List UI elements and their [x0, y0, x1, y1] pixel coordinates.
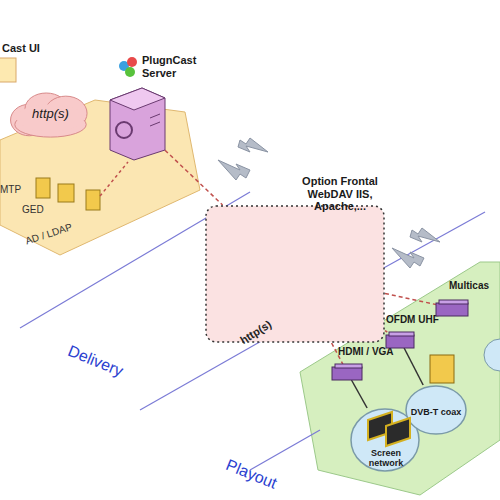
small-server [58, 184, 74, 202]
node-text: HDMI / VGA [338, 346, 394, 358]
zone-separator [380, 212, 485, 270]
dvb-receiver [430, 355, 454, 383]
dashed-link [165, 150, 223, 205]
dashed-link [404, 348, 423, 385]
node-text: PlugnCast Server [142, 54, 212, 79]
flow-arrow [218, 160, 250, 180]
shape-outline [0, 58, 16, 82]
node-text: DVB-T coax [409, 407, 463, 417]
shape-outline [436, 300, 468, 316]
screen-icon [386, 418, 410, 446]
device-body [332, 367, 362, 380]
dashed-zone [206, 206, 384, 342]
gear-symbol [116, 122, 132, 138]
flow-arrow [410, 228, 440, 242]
node-text: http(s) [8, 107, 93, 122]
server-body [110, 88, 165, 160]
output-box: OFDM UHF [386, 332, 414, 348]
node-text: Option Frontal WebDAV IIS, Apache,... [291, 175, 389, 213]
zone-label: Playout [223, 456, 279, 492]
small-server [86, 190, 100, 210]
logo-dot [125, 67, 135, 77]
screen-icons [368, 412, 410, 446]
output-box: Multicas [436, 300, 468, 316]
dashed-link [351, 380, 367, 408]
flow-arrow [238, 138, 268, 152]
logo-dot [127, 57, 137, 67]
server-top [110, 88, 165, 110]
shape-outline [110, 88, 165, 160]
dashed-link [100, 162, 128, 196]
circle-shape [406, 386, 466, 434]
server-platform [0, 100, 200, 255]
zone-label: Delivery [65, 342, 125, 380]
panel-shape [0, 58, 16, 82]
service-label: MTP [0, 184, 21, 195]
device-top [439, 300, 468, 304]
server-icon: PlugnCast Server [110, 88, 165, 160]
logo-dots [119, 57, 137, 77]
node-text: Screen network [358, 448, 414, 469]
flow-arrow [392, 248, 424, 268]
option-zone: Option Frontal WebDAV IIS, Apache,... [205, 205, 385, 343]
dashed-link [385, 293, 436, 304]
output-box: HDMI / VGA [332, 364, 362, 380]
service-label: GED [22, 204, 44, 215]
device-top [335, 364, 362, 368]
node-text: Cast UI [2, 42, 40, 55]
device-top [389, 332, 414, 336]
small-server [36, 178, 50, 198]
device-body [436, 303, 468, 316]
network-circle [484, 339, 500, 371]
shape-outline [332, 364, 362, 380]
node-text: Multicas [449, 280, 489, 292]
zone-separator [250, 430, 320, 470]
device-body [386, 335, 414, 348]
ged-servers [36, 162, 128, 210]
network-cloud: http(s) [8, 93, 93, 138]
shape-outline [386, 332, 414, 348]
ui-panel: Cast UI [0, 58, 16, 82]
drive-slot [150, 114, 160, 118]
dashed-link [385, 331, 387, 332]
drive-slot [150, 122, 160, 126]
shape-outline [205, 205, 385, 343]
screen-icon [368, 412, 392, 440]
node-text: OFDM UHF [386, 314, 439, 326]
network-circle: DVB-T coax [405, 385, 467, 435]
